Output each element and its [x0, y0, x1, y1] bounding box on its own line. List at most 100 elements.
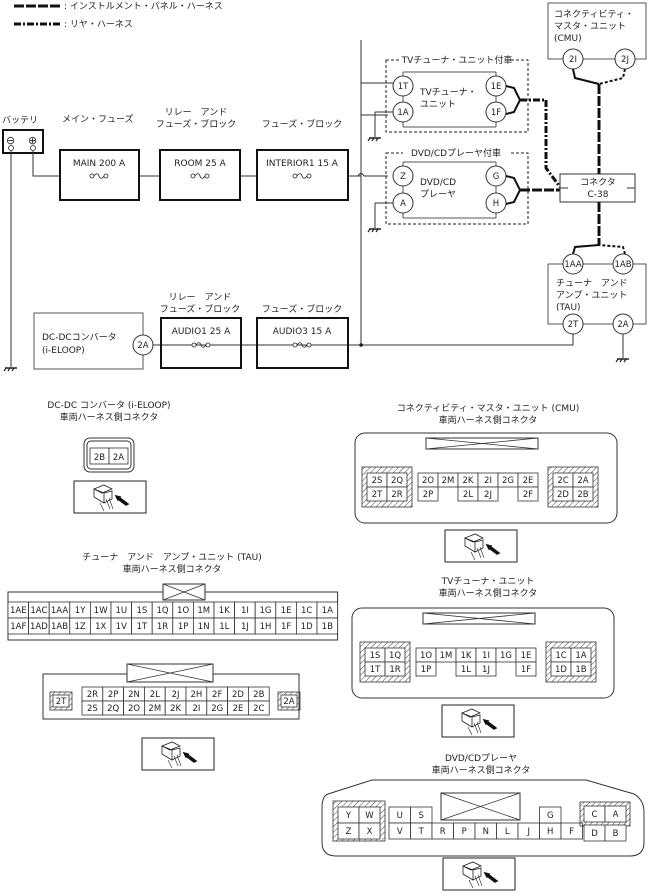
pin-label: 1K — [461, 651, 472, 661]
pin-label: 2P — [108, 690, 119, 700]
dvd-option-title: DVD/CDプレーヤ付車 — [411, 147, 501, 159]
pin-label: 1W — [94, 606, 108, 616]
pin-label: 2B — [253, 690, 264, 700]
pin-dcdc-2A: 2A — [137, 341, 148, 351]
pin-cell — [358, 822, 381, 840]
pin-label: X — [367, 827, 373, 837]
pin-label: 2N — [128, 690, 140, 700]
pin-label: 1D — [555, 665, 567, 675]
room-fuse-title-2: フューズ・ブロック — [156, 118, 237, 130]
tau-box — [547, 263, 647, 325]
pin-label: 1P — [178, 622, 189, 632]
interior-fuse-box — [256, 149, 349, 201]
pin-label: 2M — [442, 476, 455, 486]
pin-label: 2F — [212, 690, 222, 700]
pin-label: 1AB — [51, 622, 68, 632]
pin-label: 1F — [521, 665, 531, 675]
pin-label: 1F — [281, 622, 291, 632]
pin-cell — [572, 486, 594, 502]
dvd-connector-title-2: 車両ハーネス側コネクタ — [432, 764, 531, 776]
ground-icon — [367, 137, 382, 142]
legend-label-instrument-panel: : インストルメント・パネル・ハーネス — [64, 1, 223, 12]
pin-label: Y — [345, 811, 352, 821]
pin-label: 1M — [197, 606, 210, 616]
pin-label: 1T — [137, 622, 148, 632]
pin-label: 1Q — [389, 651, 401, 661]
pin-label: 2K — [170, 704, 181, 714]
pin-label: 2D — [232, 690, 244, 700]
pin-label: 2T — [56, 697, 67, 707]
battery-label: バッテリ — [2, 115, 38, 126]
pin-label: W — [365, 811, 374, 821]
cmu-label-3: (CMU) — [554, 34, 582, 44]
pin-label: 2L — [150, 690, 160, 700]
pin-label: 1H — [260, 622, 272, 632]
tv-tuner-label-2: ユニット — [420, 100, 456, 110]
audio3-fuse-box — [256, 317, 349, 369]
pin-2B: 2B — [94, 453, 105, 463]
pin-2A: 2A — [617, 320, 628, 330]
audio1-fuse-box — [160, 317, 242, 369]
pin-cell — [415, 661, 437, 677]
pin-label: 1I — [241, 606, 249, 616]
pin-label: 2L — [463, 490, 473, 500]
dcdc-label-1: DC-DCコンバータ — [42, 332, 117, 343]
pin-label: 1S — [370, 651, 381, 661]
cmu-label-1: コネクティビティ・ — [554, 9, 634, 20]
cmu-label-2: マスタ・ユニット — [554, 21, 626, 32]
cmu-connector-title-2: 車両ハーネス側コネクタ — [439, 414, 538, 426]
pin-cell — [477, 486, 499, 502]
pin-cell — [247, 700, 270, 716]
pin-label: 2R — [391, 490, 402, 500]
pin-label: 1B — [322, 622, 333, 632]
main-fuse-name: MAIN 200 A — [73, 159, 126, 169]
interior-fuse-title: フューズ・ブロック — [262, 118, 343, 130]
pin-label: 1J — [241, 622, 249, 632]
pin-label: 2P — [423, 490, 434, 500]
pin-label: 1K — [219, 606, 230, 616]
pin-label: 1C — [555, 651, 566, 661]
pin-label: 1B — [575, 665, 586, 675]
ground-icon — [615, 358, 630, 363]
pin-label: 1P — [421, 665, 432, 675]
tau-label-1: チューナ アンド — [556, 278, 628, 289]
pin-label: 2S — [87, 704, 98, 714]
pin-label: 2M — [148, 704, 161, 714]
pin-label: 2O — [422, 476, 434, 486]
pin-label: 1S — [136, 606, 147, 616]
pin-label: T — [418, 827, 425, 837]
pin-label: J — [526, 827, 530, 837]
fuse-icon — [191, 342, 211, 348]
pin-label: 2R — [87, 690, 98, 700]
ground-icon — [367, 228, 382, 233]
tau-connector-title-2: 車両ハーネス側コネクタ — [123, 563, 222, 575]
tau-label-3: (TAU) — [556, 303, 581, 313]
dvd-connector-title-1: DVD/CDプレーヤ — [445, 753, 517, 764]
pin-label: 2B — [577, 490, 588, 500]
pin-label: 1U — [115, 606, 127, 616]
pin-label: 2A — [283, 697, 294, 707]
pin-label: S — [419, 811, 424, 821]
audio3-fuse-name: AUDIO3 15 A — [273, 327, 332, 337]
dcdc-box — [33, 312, 144, 370]
pin-label: 2C — [253, 704, 264, 714]
legend-label-rear: : リヤ・ハーネス — [64, 19, 133, 30]
audio1-title-2: フューズ・ブロック — [160, 303, 241, 315]
pin-H: H — [493, 199, 499, 209]
battery-negative-icon: ⊖ — [6, 134, 15, 147]
pin-label: 2I — [484, 476, 492, 486]
room-fuse-name: ROOM 25 A — [174, 159, 226, 169]
dvd-option-box — [385, 152, 529, 225]
pin-label: 1X — [95, 622, 106, 632]
pin-label: 1Q — [156, 606, 168, 616]
pin-G: G — [493, 172, 500, 182]
harness-side-connector-icon — [444, 529, 518, 563]
pin-2T: 2T — [568, 320, 579, 330]
tv-tuner-label-1: TVチューナ・ — [419, 87, 477, 98]
pin-1F: 1F — [491, 108, 501, 118]
pin-label: D — [591, 829, 598, 839]
battery: バッテリ ⊖ ⊕ — [2, 115, 44, 154]
pin-cell — [384, 661, 406, 677]
